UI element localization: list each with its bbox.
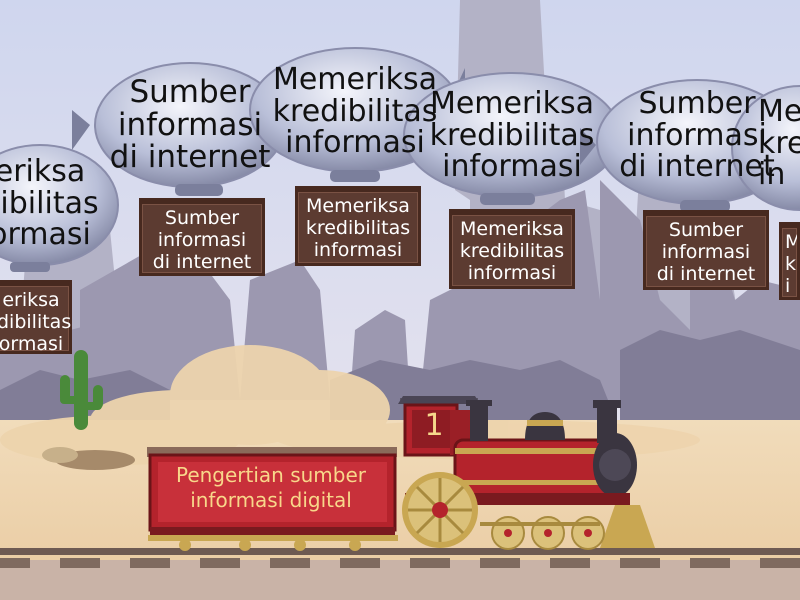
sign-4-line-3: informasi xyxy=(467,261,557,284)
blimp-answer-6[interactable]: Me kre in xyxy=(750,96,800,206)
sign-3-line-3: informasi xyxy=(313,238,403,261)
sign-answer-5[interactable]: Sumber informasi di internet xyxy=(643,210,769,290)
blimp-2-line-3: di internet xyxy=(109,139,271,176)
sign-6-line-2: kr xyxy=(785,252,797,275)
railway-track xyxy=(0,548,800,600)
blimp-1-line-3: ormasi xyxy=(0,217,91,252)
wagon xyxy=(147,447,398,551)
sign-5-line-2: informasi xyxy=(661,240,751,263)
sign-1-line-3: ormasi xyxy=(0,332,64,355)
sign-3-line-1: Memeriksa xyxy=(306,195,410,217)
sign-answer-3[interactable]: Memeriksa kredibilitas informasi xyxy=(295,186,421,266)
blimp-shapes xyxy=(0,47,800,272)
blimp-1-shape xyxy=(0,144,119,272)
sign-answer-6[interactable]: Me kr i xyxy=(779,222,800,300)
blimp-5-line-3: di internet xyxy=(619,149,775,184)
sign-2-line-1: Sumber xyxy=(164,207,240,229)
blimp-1-line-2: dibilitas xyxy=(0,185,99,221)
locomotive xyxy=(398,396,655,550)
sign-2-line-2: informasi xyxy=(157,228,247,251)
blimp-5-line-2: informasi xyxy=(627,117,767,153)
sign-1-line-2: dibilitas xyxy=(0,310,72,333)
wagon-label-line-1: Pengertian sumber xyxy=(175,463,367,487)
blimp-answer-1[interactable]: eriksa dibilitas ormasi xyxy=(0,150,120,260)
blimp-answer-2[interactable]: Sumber informasi di internet xyxy=(95,70,285,190)
sign-6-line-3: i xyxy=(785,274,791,297)
blimp-4-line-1: Memeriksa xyxy=(429,86,595,121)
rocks xyxy=(42,447,135,470)
blimp-3-line-3: informasi xyxy=(285,125,425,160)
sign-5-line-3: di internet xyxy=(656,262,756,285)
sign-answer-4[interactable]: Memeriksa kredibilitas informasi xyxy=(449,209,575,289)
blimp-2-line-2: informasi xyxy=(117,106,263,143)
blimp-answer-5[interactable]: Sumber informasi di internet xyxy=(597,88,797,198)
locomotive-cab-number: 1 xyxy=(424,408,444,443)
blimp-4-line-3: informasi xyxy=(442,149,582,184)
blimp-3-line-1: Memeriksa xyxy=(272,62,438,97)
sign-1-line-1: eriksa xyxy=(2,289,60,311)
sign-answer-2[interactable]: Sumber informasi di internet xyxy=(139,198,265,276)
blimp-6-line-3: in xyxy=(758,157,786,192)
sign-6-line-1: Me xyxy=(785,231,800,253)
sign-4-line-1: Memeriksa xyxy=(460,218,564,240)
blimp-answer-3[interactable]: Memeriksa kredibilitas informasi xyxy=(250,58,460,178)
sign-answer-1[interactable]: eriksa dibilitas ormasi xyxy=(0,280,72,355)
blimp-5-line-1: Sumber xyxy=(638,86,756,121)
sign-4-line-2: kredibilitas xyxy=(459,239,565,262)
blimp-6-line-2: kre xyxy=(758,125,800,161)
sign-3-line-2: kredibilitas xyxy=(305,216,411,239)
sign-2-line-3: di internet xyxy=(152,250,252,273)
wagon-label-line-2: informasi digital xyxy=(190,488,352,512)
blimp-2-line-1: Sumber xyxy=(129,74,251,110)
blimp-6-line-1: Me xyxy=(758,96,800,129)
blimp-answer-4[interactable]: Memeriksa kredibilitas informasi xyxy=(404,84,620,204)
cactus xyxy=(60,350,103,430)
blimp-2-shape xyxy=(72,62,286,196)
blimp-1-line-1: eriksa xyxy=(0,154,86,189)
blimp-3-line-2: kredibilitas xyxy=(272,93,438,129)
sign-5-line-1: Sumber xyxy=(668,219,744,241)
wagon-question-label: Pengertian sumber informasi digital xyxy=(155,463,387,513)
blimp-4-line-2: kredibilitas xyxy=(429,117,595,153)
blimp-6-shape xyxy=(731,85,800,211)
